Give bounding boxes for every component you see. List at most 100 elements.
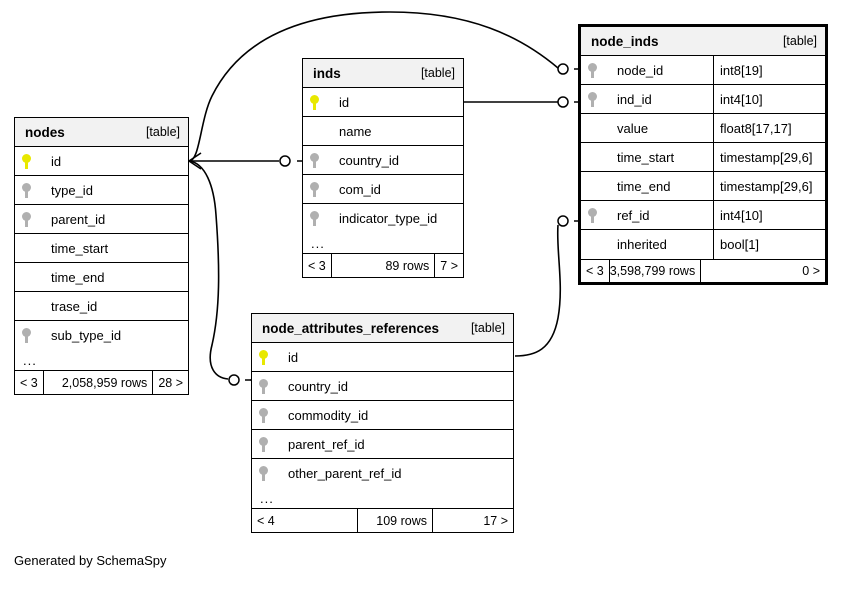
column-name: parent_ref_id: [288, 436, 365, 452]
table-node-attributes-references-columns: id country_id commodity_id parent_ref_id…: [252, 343, 513, 488]
primary-key-icon: [252, 343, 274, 371]
row-count: 2,058,959 rows: [44, 371, 154, 394]
table-nodes[interactable]: nodes [table] id type_id parent_id time_…: [14, 117, 189, 395]
column-type: timestamp[29,6]: [713, 172, 825, 200]
prev-columns-button[interactable]: < 3: [15, 371, 44, 394]
table-inds-footer: < 3 89 rows 7 >: [303, 254, 463, 277]
foreign-key-icon: [581, 56, 603, 84]
column-name: other_parent_ref_id: [288, 466, 402, 481]
table-row[interactable]: country_id: [303, 146, 463, 175]
table-row[interactable]: sub_type_id: [15, 321, 188, 350]
row-count: 109 rows: [358, 509, 433, 532]
next-columns-button[interactable]: 0 >: [802, 264, 820, 278]
table-row[interactable]: time_start timestamp[29,6]: [581, 143, 825, 172]
next-columns-button[interactable]: 17 >: [483, 513, 508, 528]
table-row[interactable]: indicator_type_id: [303, 204, 463, 233]
row-count: 89 rows: [332, 254, 436, 277]
column-name: id: [339, 94, 350, 110]
table-node-attributes-references-header: node_attributes_references [table]: [252, 314, 513, 343]
prev-columns-button[interactable]: < 3: [581, 260, 610, 282]
table-row[interactable]: inherited bool[1]: [581, 230, 825, 259]
table-row[interactable]: other_parent_ref_id: [252, 459, 513, 488]
table-node-inds-columns: node_id int8[19] ind_id int4[10] value f…: [581, 56, 825, 259]
column-name: time_end: [617, 178, 671, 194]
table-inds-title: inds: [313, 65, 341, 81]
edge-nodes-id-to-nar-country-id: [188, 160, 229, 380]
table-nodes-title: nodes: [25, 124, 65, 140]
column-type: bool[1]: [713, 230, 825, 259]
table-nodes-tag: [table]: [145, 125, 180, 139]
foreign-key-icon: [15, 176, 37, 204]
table-row[interactable]: id: [252, 343, 513, 372]
primary-key-icon: [303, 88, 325, 116]
primary-key-icon: [15, 147, 37, 175]
table-node-attributes-references-footer: < 4 109 rows 17 >: [252, 509, 513, 532]
column-type: int8[19]: [713, 56, 825, 84]
column-name: ind_id: [617, 91, 652, 107]
foreign-key-icon: [303, 146, 325, 174]
column-name: com_id: [339, 181, 381, 197]
table-node-attributes-references-tag: [table]: [470, 321, 505, 335]
table-row[interactable]: id: [303, 88, 463, 117]
next-columns-button[interactable]: 7 >: [440, 258, 458, 273]
foreign-key-icon: [252, 430, 274, 458]
table-nodes-columns: id type_id parent_id time_start time_end…: [15, 147, 188, 350]
column-name: time_start: [617, 149, 675, 165]
table-row[interactable]: type_id: [15, 176, 188, 205]
table-row[interactable]: country_id: [252, 372, 513, 401]
table-row[interactable]: id: [15, 147, 188, 176]
table-node-attributes-references[interactable]: node_attributes_references [table] id co…: [251, 313, 514, 533]
foreign-key-icon: [252, 401, 274, 429]
crowsfoot-nodes-id: [188, 152, 202, 170]
table-row[interactable]: time_end timestamp[29,6]: [581, 172, 825, 201]
column-name: value: [617, 120, 649, 136]
table-row[interactable]: time_end: [15, 263, 188, 292]
column-name: id: [51, 153, 62, 169]
foreign-key-icon: [303, 175, 325, 203]
no-key-spacer: [581, 143, 603, 171]
column-name: node_id: [617, 62, 664, 78]
column-name: trase_id: [51, 298, 98, 314]
table-node-attributes-references-title: node_attributes_references: [262, 320, 440, 336]
foreign-key-icon: [15, 205, 37, 233]
table-row[interactable]: parent_id: [15, 205, 188, 234]
no-key-spacer: [581, 230, 603, 259]
table-row[interactable]: parent_ref_id: [252, 430, 513, 459]
table-row[interactable]: commodity_id: [252, 401, 513, 430]
table-row[interactable]: ref_id int4[10]: [581, 201, 825, 230]
column-name: inherited: [617, 237, 667, 252]
more-columns-ellipsis: ...: [303, 233, 463, 254]
prev-columns-button[interactable]: < 4: [252, 509, 358, 532]
column-name: time_end: [51, 269, 105, 285]
column-name: country_id: [339, 152, 399, 168]
table-inds-tag: [table]: [420, 66, 455, 80]
column-name: id: [288, 349, 299, 365]
table-node-inds[interactable]: node_inds [table] node_id int8[19] ind_i…: [578, 24, 828, 285]
column-name: ref_id: [617, 207, 650, 223]
table-row[interactable]: node_id int8[19]: [581, 56, 825, 85]
column-type: int4[10]: [713, 85, 825, 113]
table-row[interactable]: time_start: [15, 234, 188, 263]
foreign-key-icon: [303, 204, 325, 233]
foreign-key-icon: [15, 321, 37, 350]
foreign-key-icon: [252, 459, 274, 488]
table-inds[interactable]: inds [table] id name country_id com_id: [302, 58, 464, 278]
edge-nar-id-to-node-inds-ref-id: [514, 224, 562, 357]
no-key-spacer: [303, 117, 325, 145]
column-name: type_id: [51, 182, 93, 198]
no-key-spacer: [15, 263, 37, 291]
table-row[interactable]: name: [303, 117, 463, 146]
column-name: name: [339, 123, 372, 139]
next-columns-button[interactable]: 28 >: [158, 375, 183, 390]
column-name: commodity_id: [288, 407, 369, 423]
table-row[interactable]: trase_id: [15, 292, 188, 321]
table-row[interactable]: value float8[17,17]: [581, 114, 825, 143]
table-node-inds-title: node_inds: [591, 33, 659, 49]
column-type: int4[10]: [713, 201, 825, 229]
no-key-spacer: [15, 234, 37, 262]
table-nodes-header: nodes [table]: [15, 118, 188, 147]
table-row[interactable]: com_id: [303, 175, 463, 204]
table-row[interactable]: ind_id int4[10]: [581, 85, 825, 114]
prev-columns-button[interactable]: < 3: [303, 254, 332, 277]
